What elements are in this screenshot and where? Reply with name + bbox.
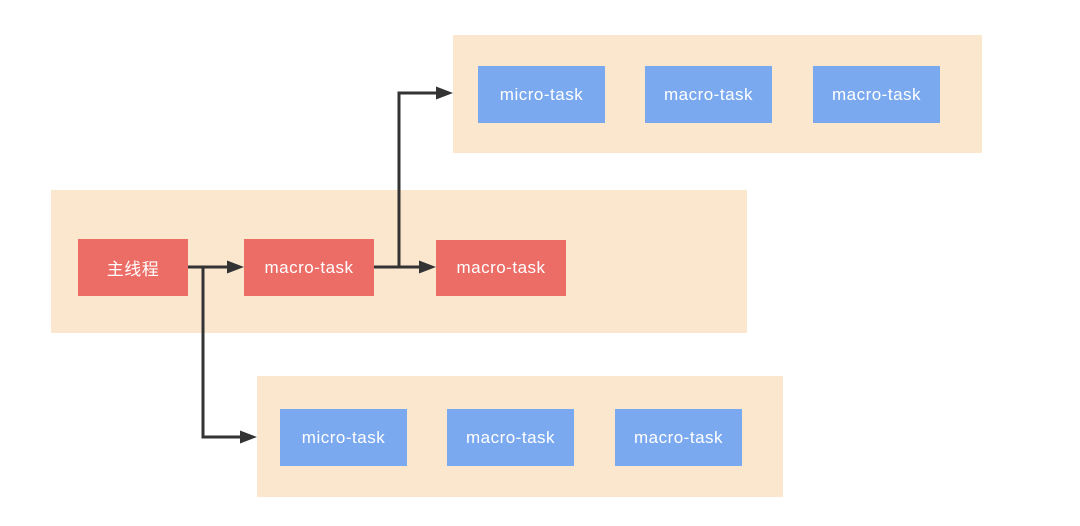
main-thread-box: 主线程 (78, 239, 188, 296)
macro-task-box: macro-task (244, 239, 374, 296)
main-thread-row: 主线程 macro-task macro-task (51, 190, 747, 333)
top-task-queue: micro-task macro-task macro-task (453, 35, 982, 153)
bottom-task-queue: micro-task macro-task macro-task (257, 376, 783, 497)
macro-task-box: macro-task (813, 66, 940, 123)
macro-task-box: macro-task (436, 240, 566, 296)
macro-task-box: macro-task (645, 66, 772, 123)
micro-task-box: micro-task (280, 409, 407, 466)
macro-task-box: macro-task (615, 409, 742, 466)
micro-task-box: micro-task (478, 66, 605, 123)
macro-task-box: macro-task (447, 409, 574, 466)
